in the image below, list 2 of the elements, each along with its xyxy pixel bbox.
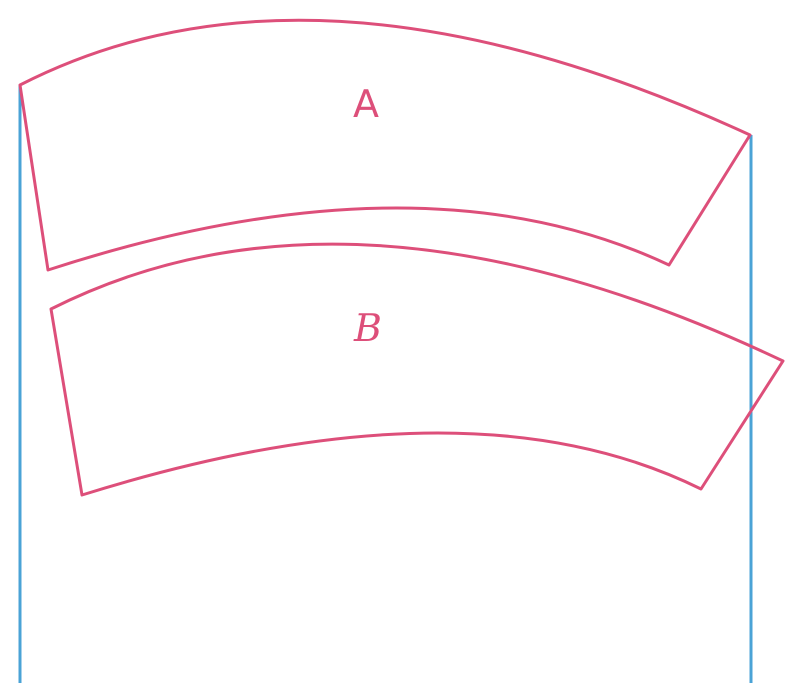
band-label: B [354,309,382,347]
band-label: A [353,85,379,123]
